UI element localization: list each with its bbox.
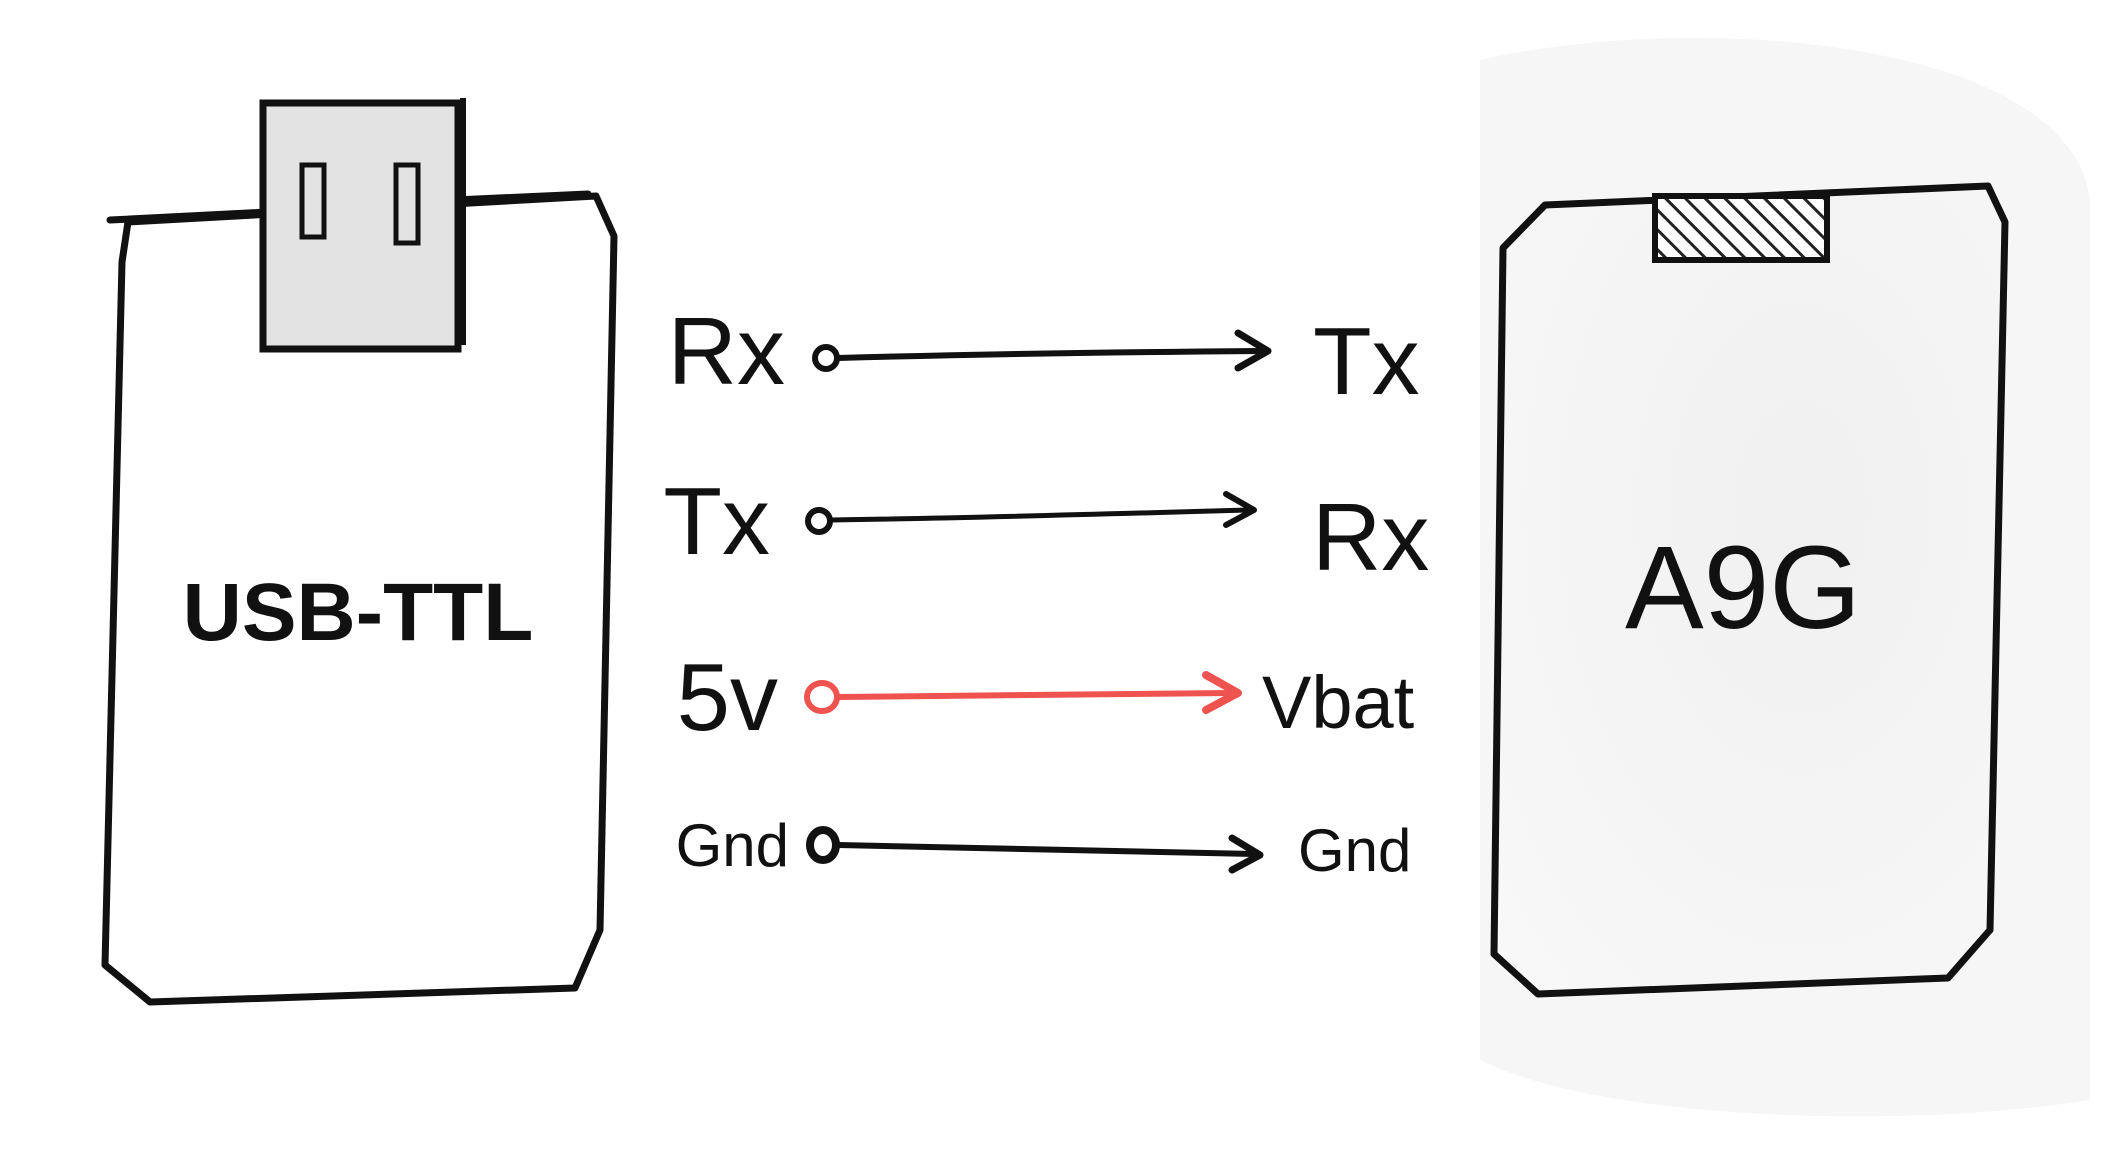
usb-pin-gnd-label: Gnd bbox=[676, 812, 789, 879]
connection-rx-tx: Rx Tx bbox=[668, 298, 1420, 415]
usb-pin-gnd-terminal bbox=[806, 826, 840, 864]
usb-pin-tx-label: Tx bbox=[663, 468, 770, 575]
a9g-label: A9G bbox=[1625, 522, 1861, 654]
tx-rx-arrowhead bbox=[1223, 491, 1257, 528]
a9g-outline bbox=[1490, 182, 2009, 998]
usb-contact-left bbox=[299, 162, 327, 240]
usb-pin-5v-terminal bbox=[804, 680, 840, 714]
5v-vbat-arrowhead bbox=[1202, 671, 1242, 714]
a9g-pin-tx-label: Tx bbox=[1313, 308, 1420, 415]
usb-ttl-label: USB-TTL bbox=[183, 567, 534, 658]
usb-pin-tx-terminal bbox=[805, 507, 833, 535]
usb-ttl-top-overshoot bbox=[106, 190, 592, 224]
a9g-sim-slot bbox=[1652, 193, 1830, 263]
tx-rx-wire bbox=[828, 507, 1251, 523]
gnd-gnd-arrowhead bbox=[1228, 834, 1264, 874]
rx-tx-wire bbox=[835, 348, 1265, 361]
5v-vbat-wire bbox=[834, 690, 1235, 700]
gnd-gnd-wire bbox=[835, 842, 1257, 857]
a9g-pin-gnd-label: Gnd bbox=[1298, 817, 1411, 884]
connection-5v-vbat: 5v Vbat bbox=[677, 644, 1415, 751]
usb-pin-rx-terminal bbox=[812, 344, 840, 372]
a9g-pin-rx-label: Rx bbox=[1312, 484, 1429, 591]
connection-tx-rx: Tx Rx bbox=[663, 468, 1429, 591]
usb-connector bbox=[259, 98, 466, 353]
rx-tx-arrowhead bbox=[1234, 329, 1272, 372]
connection-gnd-gnd: Gnd Gnd bbox=[676, 812, 1412, 884]
usb-pin-rx-label: Rx bbox=[668, 298, 785, 405]
usb-contact-right bbox=[393, 162, 421, 246]
a9g-pin-vbat-label: Vbat bbox=[1262, 661, 1415, 744]
a9g-board: A9G bbox=[1490, 182, 2009, 998]
usb-ttl-outline bbox=[101, 192, 618, 1006]
usb-pin-5v-label: 5v bbox=[677, 644, 778, 751]
usb-ttl-board: USB-TTL bbox=[101, 98, 618, 1006]
